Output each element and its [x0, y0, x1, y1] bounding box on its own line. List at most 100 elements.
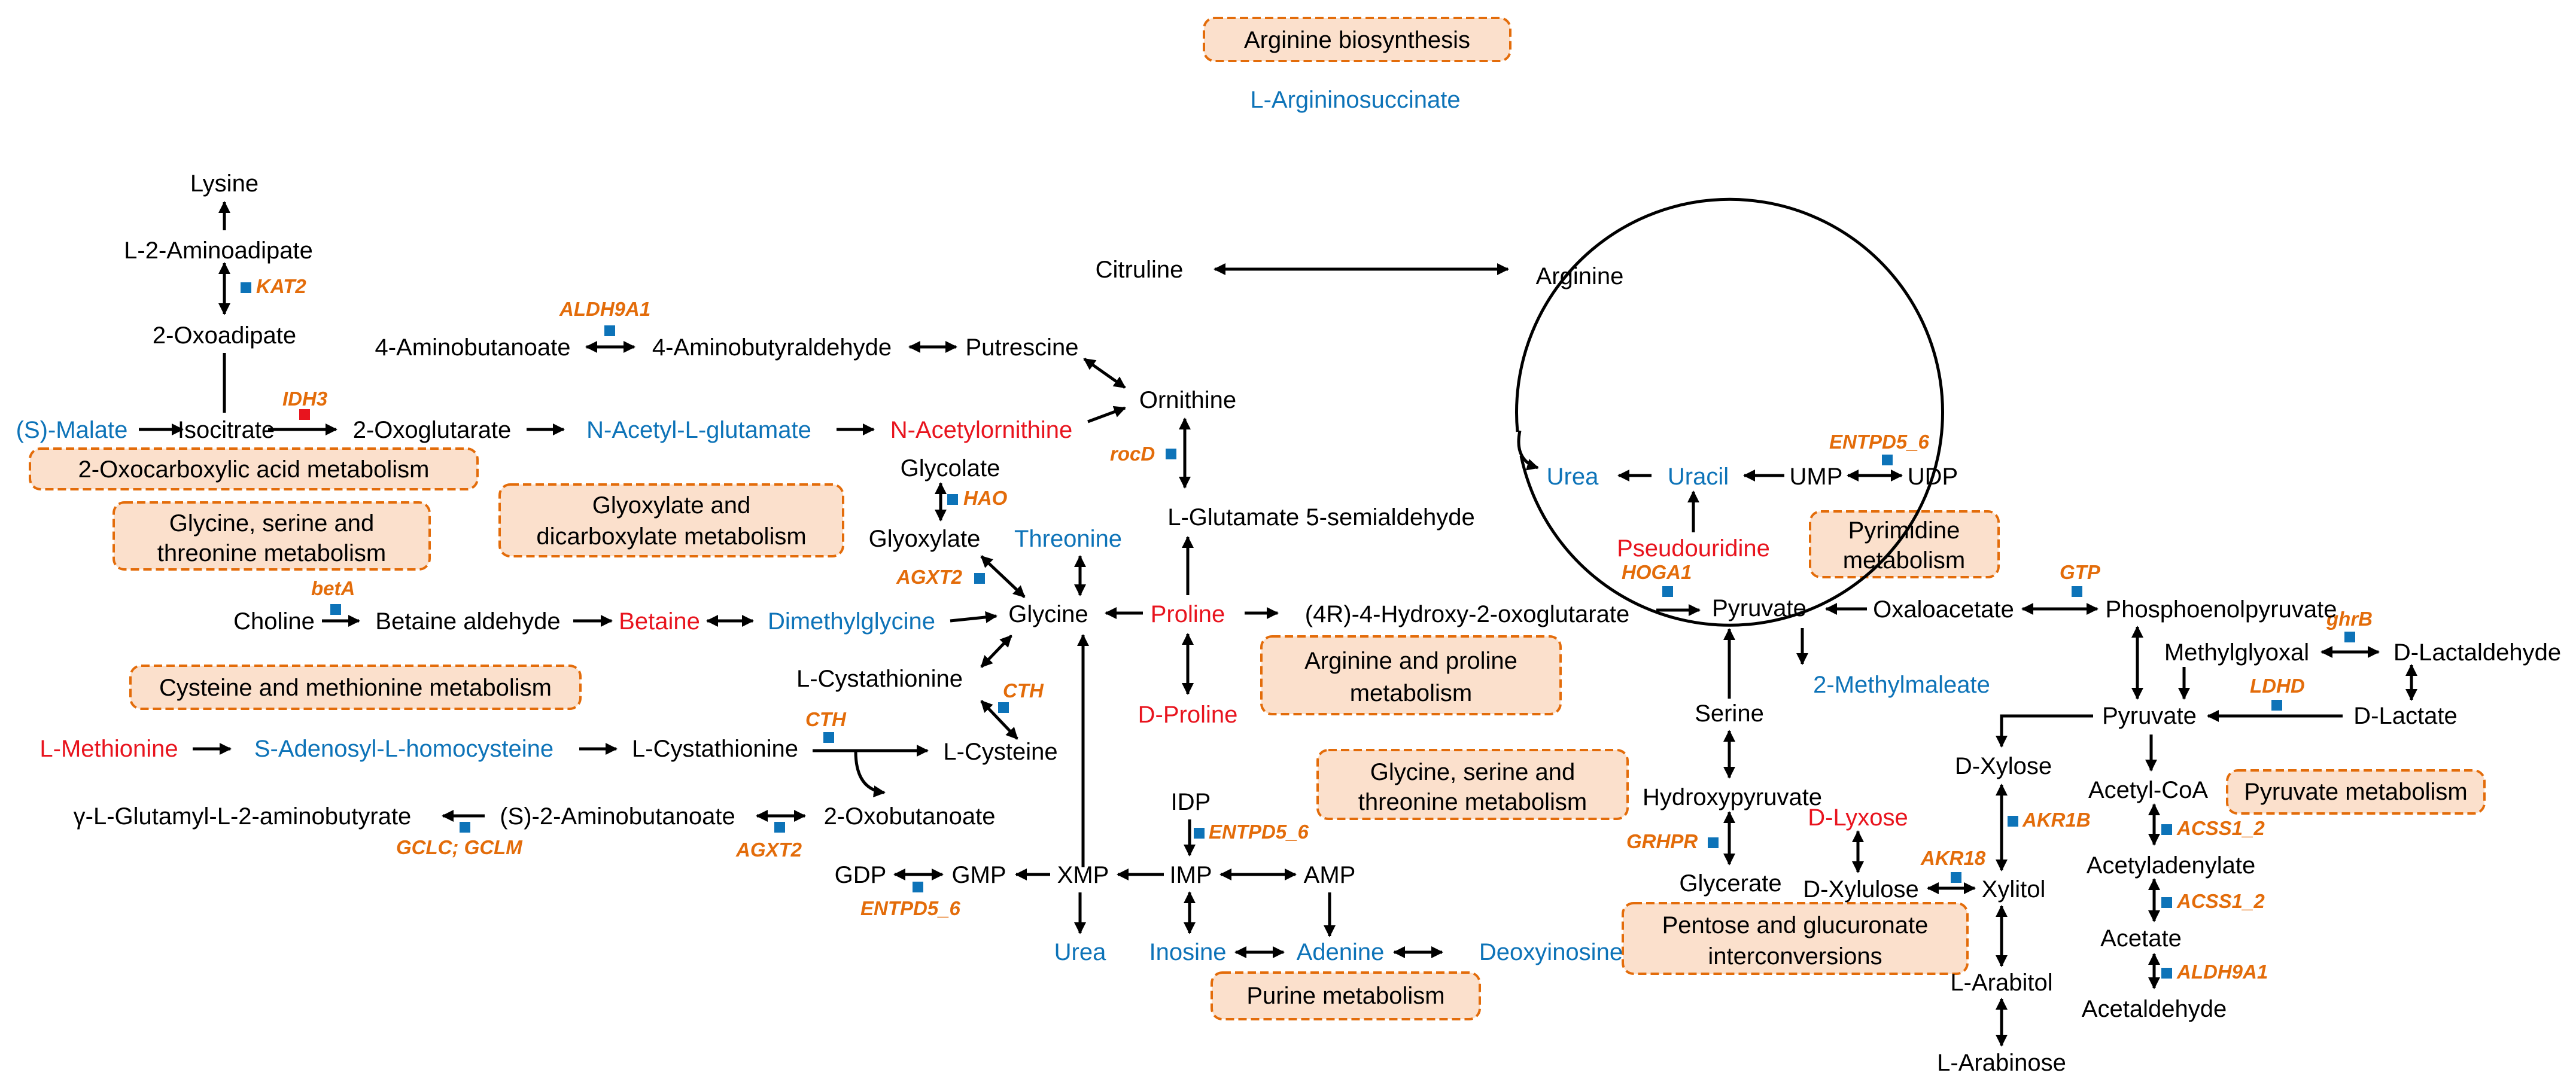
metabolite-s-2-aminobutanoate: (S)-2-Aminobutanoate	[500, 803, 735, 830]
pathway-pentose-line2: interconversions	[1708, 943, 1882, 970]
gene-marker-entpd5-6-bottom	[913, 882, 923, 892]
metabolite-4r-4-hydroxy-2-oxoglutarate: (4R)-4-Hydroxy-2-oxoglutarate	[1305, 601, 1629, 627]
gene-agxt2-bottom: AGXT2	[735, 839, 802, 861]
box-pyruvate	[2226, 769, 2486, 815]
gene-marker-beta	[330, 604, 341, 615]
gene-marker-aldh9a1-top	[604, 325, 615, 336]
gene-marker-entpd5-6-top	[1882, 455, 1893, 465]
pathway-glyoxylate-line2: dicarboxylate metabolism	[536, 523, 806, 550]
metabolite-l-cystathionine-b: L-Cystathionine	[632, 736, 798, 762]
metabolite-xylitol: Xylitol	[1982, 876, 2046, 903]
metabolite-l-methionine: L-Methionine	[39, 736, 178, 762]
metabolite-choline: Choline	[233, 608, 315, 635]
gene-marker-aldh9a1-bottom	[2161, 968, 2172, 979]
metabolite-pseudouridine: Pseudouridine	[1617, 535, 1770, 562]
reaction-edges	[139, 197, 2417, 1047]
pathway-gly-ser-thr-left-line1: Glycine, serine and	[169, 510, 374, 537]
metabolite-urea-right: Urea	[1547, 464, 1599, 490]
box-gly-ser-thr-mid	[1316, 749, 1629, 820]
metabolite-proline: Proline	[1151, 601, 1225, 627]
metabolite-2-oxobutanoate: 2-Oxobutanoate	[824, 803, 996, 830]
metabolite-ump: UMP	[1790, 464, 1843, 490]
metabolite-4-aminobutyraldehyde: 4-Aminobutyraldehyde	[652, 334, 892, 361]
metabolite-amp: AMP	[1304, 862, 1356, 888]
gene-marker-ldhd	[2271, 700, 2282, 711]
metabolite-4-aminobutanoate: 4-Aminobutanoate	[375, 334, 571, 361]
box-arg-pro	[1260, 635, 1562, 715]
metabolite-2-oxoadipate: 2-Oxoadipate	[153, 322, 296, 349]
edge-putrescine-ornithine	[1083, 357, 1126, 389]
pathway-glyoxylate-line1: Glyoxylate and	[592, 492, 751, 519]
metabolite-isocitrate: Isocitrate	[178, 417, 275, 443]
metabolite-ornithine: Ornithine	[1139, 387, 1236, 413]
gene-marker-hao	[947, 494, 958, 505]
metabolite-gdp: GDP	[835, 862, 887, 888]
gene-marker-cth-top	[998, 702, 1009, 713]
metabolite-acetyladenylate: Acetyladenylate	[2087, 852, 2255, 879]
metabolite-glycine: Glycine	[1008, 601, 1088, 627]
metabolite-acetaldehyde: Acetaldehyde	[2082, 996, 2227, 1022]
edge-pyruvate-dxylose	[1996, 714, 2093, 748]
metabolite-l-cysteine: L-Cysteine	[943, 739, 1057, 765]
gene-hoga1: HOGA1	[1622, 561, 1692, 583]
gene-marker-hoga1	[1662, 586, 1673, 597]
metabolite-gmp: GMP	[951, 862, 1006, 888]
edge-cystathionine-oxobutanoate	[854, 751, 886, 798]
metabolite-l-arabitol: L-Arabitol	[1950, 970, 2052, 996]
metabolite-threonine: Threonine	[1014, 526, 1122, 552]
gene-cth-top: CTH	[1003, 679, 1044, 702]
metabolite-idp: IDP	[1171, 789, 1211, 815]
box-cys-met	[129, 665, 582, 710]
gene-gtp: GTP	[2060, 561, 2101, 583]
metabolite-urea-left: Urea	[1054, 939, 1106, 965]
edge-glycine-cystathionine	[980, 635, 1012, 668]
pathway-arginine-biosynthesis: Arginine biosynthesis	[1244, 27, 1470, 53]
metabolite-s-malate: (S)-Malate	[16, 417, 128, 443]
metabolite-glycerate: Glycerate	[1679, 870, 1781, 897]
metabolite-oxaloacetate: Oxaloacetate	[1873, 596, 2014, 623]
edge-dimethylglycine-glycine	[950, 611, 997, 623]
metabolite-uracil: Uracil	[1668, 464, 1729, 490]
metabolite-l-glutamate-5-semialdehyde: L-Glutamate 5-semialdehyde	[1167, 504, 1475, 531]
metabolite-serine: Serine	[1695, 700, 1764, 727]
gene-akr18: AKR18	[1920, 847, 1986, 869]
metabolite-acetyl-coa: Acetyl-CoA	[2088, 777, 2208, 803]
pathway-boxes	[29, 17, 2486, 1020]
gene-acss1-2-top: ACSS1_2	[2176, 817, 2265, 839]
gene-akr1b: AKR1B	[2022, 809, 2091, 831]
gene-marker-agxt2-bottom	[774, 822, 785, 833]
gene-hao: HAO	[963, 487, 1008, 509]
gene-cth-bottom: CTH	[805, 708, 847, 730]
metabolite-udp: UDP	[1908, 464, 1958, 490]
box-purine	[1211, 971, 1481, 1020]
box-gly-ser-thr-left	[112, 501, 431, 571]
gene-marker-acss1-2-top	[2161, 824, 2172, 835]
gene-rocd: rocD	[1110, 443, 1155, 465]
metabolite-lysine: Lysine	[190, 170, 258, 197]
metabolite-n-acetyl-l-glutamate: N-Acetyl-L-glutamate	[586, 417, 811, 443]
gene-kat2: KAT2	[256, 275, 306, 297]
metabolite-2-methylmaleate: 2-Methylmaleate	[1813, 672, 1990, 698]
box-pyrimidine	[1809, 510, 2000, 578]
pathway-gly-ser-thr-mid-line2: threonine metabolism	[1358, 789, 1587, 815]
gene-marker-gtp	[2072, 586, 2082, 597]
metabolite-gamma-glutamyl-aminobutyrate: γ-L-Glutamyl-L-2-aminobutyrate	[74, 803, 412, 830]
metabolite-d-xylulose: D-Xylulose	[1803, 876, 1918, 903]
gene-marker-kat2	[241, 282, 251, 293]
metabolite-glycolate: Glycolate	[901, 455, 1000, 481]
metabolite-2-oxoglutarate: 2-Oxoglutarate	[353, 417, 512, 443]
edge-acetylornithine-ornithine	[1087, 406, 1126, 423]
metabolite-l-arabinose: L-Arabinose	[1937, 1050, 2066, 1076]
metabolite-l-argininosuccinate: L-Argininosuccinate	[1250, 87, 1460, 113]
edge-cycle-urea	[1517, 430, 1539, 471]
pathway-pyruvate: Pyruvate metabolism	[2244, 779, 2467, 805]
pathway-pentose-line1: Pentose and glucuronate	[1662, 912, 1929, 938]
gene-marker-idh3	[299, 409, 310, 420]
gene-marker-entpd5-6-mid	[1194, 828, 1205, 839]
pathway-purine: Purine metabolism	[1246, 983, 1444, 1009]
gene-entpd5-6-mid: ENTPD5_6	[1209, 821, 1309, 843]
metabolite-d-lactaldehyde: D-Lactaldehyde	[2393, 639, 2561, 666]
metabolite-putrescine: Putrescine	[966, 334, 1079, 361]
metabolite-inosine: Inosine	[1149, 939, 1227, 965]
